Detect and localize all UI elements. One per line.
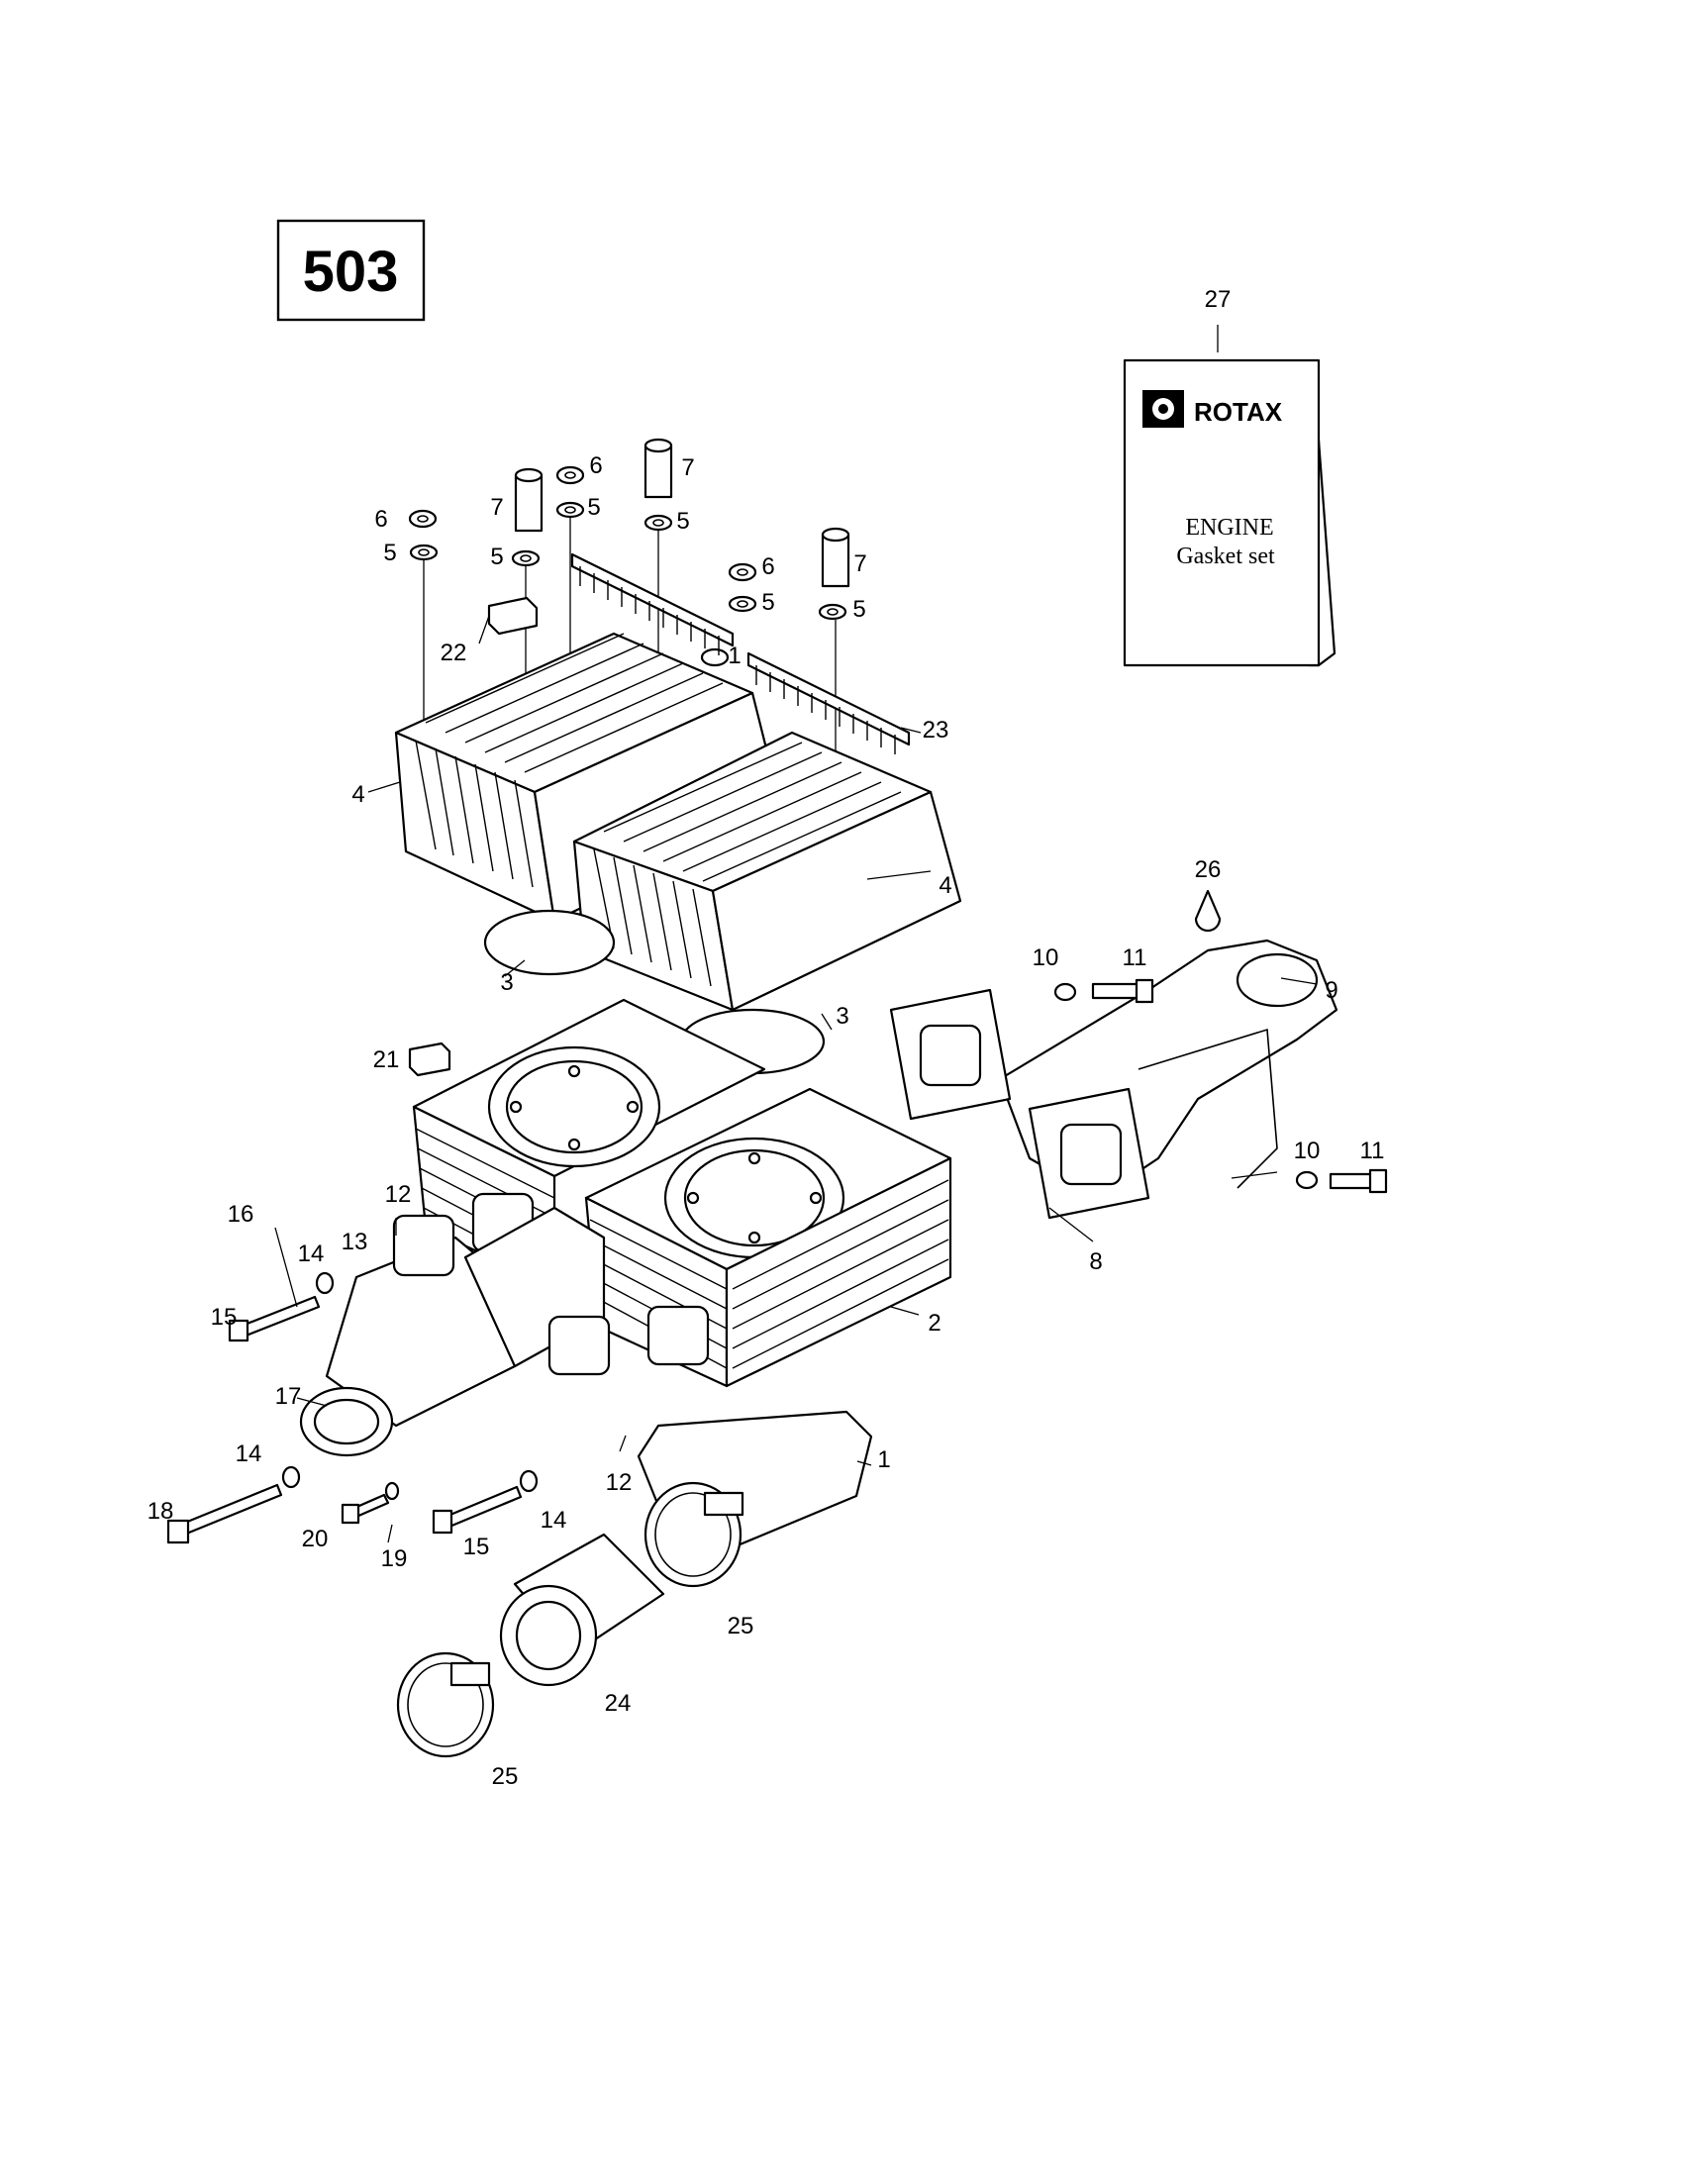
callout-12: 12 xyxy=(606,1469,633,1496)
fin-cover-right xyxy=(746,651,911,754)
callout-5: 5 xyxy=(852,596,865,623)
callout-5: 5 xyxy=(676,508,689,535)
callout-5: 5 xyxy=(383,540,396,566)
clamp-lower xyxy=(396,1651,495,1758)
cylinder-head-right xyxy=(572,731,962,1012)
bolt-15-lower xyxy=(432,1469,539,1535)
callout-25: 25 xyxy=(492,1763,519,1790)
callout-6: 6 xyxy=(589,452,602,479)
callout-15: 15 xyxy=(211,1304,238,1331)
leader-lines xyxy=(274,615,1318,1543)
callout-1: 1 xyxy=(877,1446,890,1473)
clip-22 xyxy=(487,596,539,636)
gasket-set-booklet: ROTAX ENGINE Gasket set xyxy=(1123,325,1336,667)
callout-21: 21 xyxy=(373,1046,400,1073)
callout-20: 20 xyxy=(302,1526,329,1552)
callout-4: 4 xyxy=(939,872,951,899)
callout-5: 5 xyxy=(761,589,774,616)
fin-cover-left xyxy=(570,552,735,655)
rotax-logo: ROTAX xyxy=(1142,390,1283,428)
booklet-subtitle: Gasket set xyxy=(1176,544,1275,569)
callout-14: 14 xyxy=(541,1507,567,1534)
callout-16: 16 xyxy=(228,1201,254,1228)
callout-6: 6 xyxy=(374,506,387,533)
booklet-title: ENGINE xyxy=(1185,515,1273,541)
callout-8: 8 xyxy=(1089,1248,1102,1275)
callout-15: 15 xyxy=(463,1534,490,1560)
callout-11: 11 xyxy=(1123,944,1147,971)
callout-7: 7 xyxy=(490,494,503,521)
callout-26: 26 xyxy=(1195,856,1222,883)
intake-adaptor xyxy=(299,1206,611,1457)
engine-number: 503 xyxy=(303,240,399,304)
bolt-18 xyxy=(166,1465,301,1544)
callout-23: 23 xyxy=(923,717,949,744)
manifold-bolt-lower xyxy=(1295,1168,1388,1194)
callout-3: 3 xyxy=(500,969,513,996)
callout-2: 2 xyxy=(928,1310,940,1337)
callout-5: 5 xyxy=(587,494,600,521)
callout-18: 18 xyxy=(148,1498,174,1525)
callout-17: 17 xyxy=(275,1383,302,1410)
callout-4: 4 xyxy=(351,781,364,808)
callout-19: 19 xyxy=(381,1545,408,1572)
clip-21 xyxy=(408,1042,451,1077)
callout-9: 9 xyxy=(1325,977,1337,1004)
head-hardware xyxy=(408,438,850,851)
callout-14: 14 xyxy=(298,1241,325,1267)
callout-27: 27 xyxy=(1205,286,1232,313)
callout-10: 10 xyxy=(1294,1138,1321,1164)
callout-13: 13 xyxy=(342,1229,368,1255)
callout-6: 6 xyxy=(761,553,774,580)
clamp-upper xyxy=(644,1481,744,1588)
callout-22: 22 xyxy=(441,640,467,666)
cylinder-block xyxy=(412,998,952,1388)
callout-11: 11 xyxy=(1360,1138,1385,1164)
callout-12: 12 xyxy=(385,1181,412,1208)
callout-labels: 27 6 5 7 5 6 5 7 5 6 5 7 5 1 22 23 4 4 2… xyxy=(148,286,1385,1790)
bolt-15-upper xyxy=(228,1271,335,1342)
engine-number-badge: 503 xyxy=(276,219,426,322)
callout-24: 24 xyxy=(605,1690,632,1717)
manifold-bolt-upper xyxy=(1053,978,1154,1004)
callout-7: 7 xyxy=(853,550,866,577)
drop-26 xyxy=(1194,889,1222,933)
callout-5: 5 xyxy=(490,544,503,570)
callout-14: 14 xyxy=(236,1440,262,1467)
brand-name: ROTAX xyxy=(1194,397,1283,427)
bolt-20 xyxy=(341,1481,400,1525)
callout-3: 3 xyxy=(836,1003,848,1030)
rubber-sleeve xyxy=(499,1533,665,1687)
callout-25: 25 xyxy=(728,1613,754,1639)
head-gasket-left xyxy=(483,909,616,976)
callout-7: 7 xyxy=(681,454,694,481)
callout-1: 1 xyxy=(728,643,741,669)
callout-10: 10 xyxy=(1033,944,1059,971)
exhaust-gaskets xyxy=(889,988,1150,1220)
